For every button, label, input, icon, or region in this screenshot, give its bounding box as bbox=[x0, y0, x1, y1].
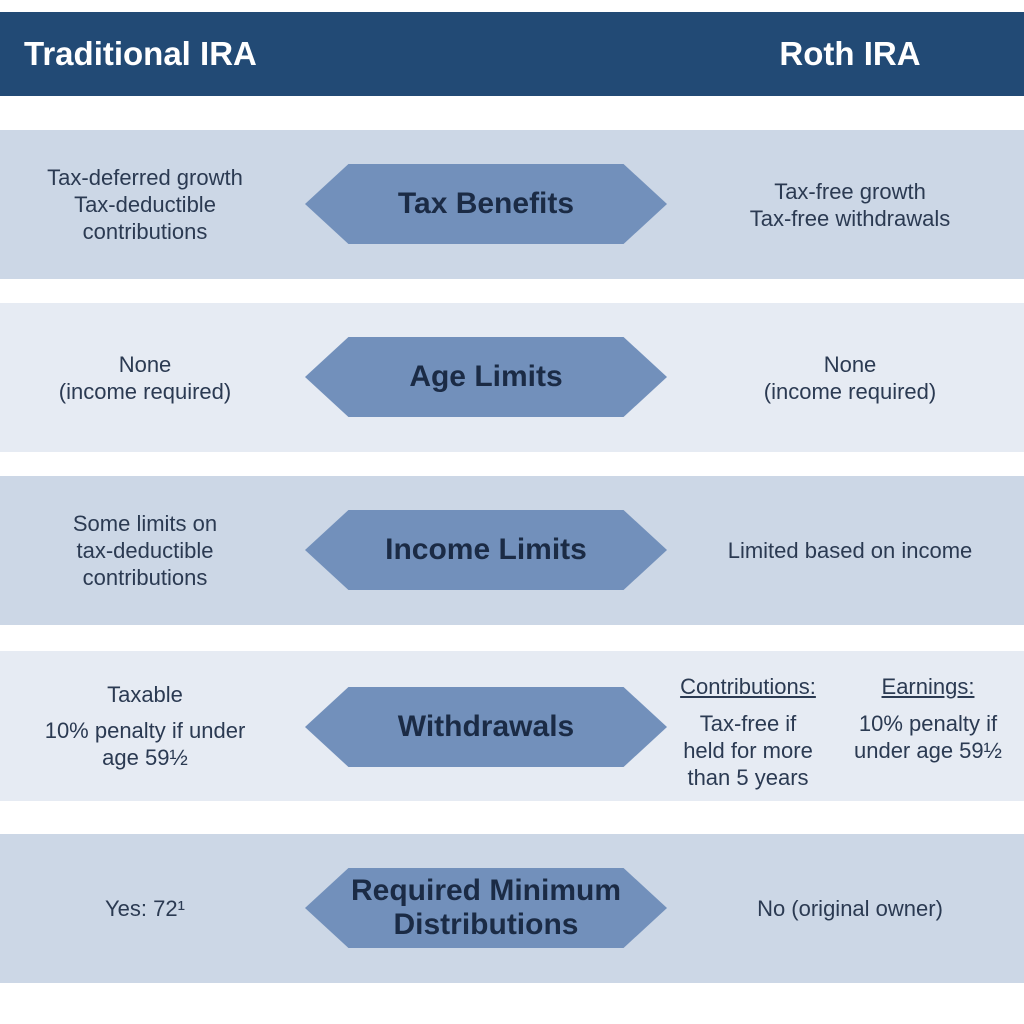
traditional-tax-benefits-line: contributions bbox=[82, 219, 208, 244]
traditional-withdrawals-line: Taxable bbox=[107, 682, 183, 707]
row-tax-benefits: Tax-deferred growth Tax-deductible contr… bbox=[0, 130, 1024, 279]
traditional-age-limits-line: None bbox=[118, 351, 172, 377]
roth-income-limits-line: Limited based on income bbox=[727, 538, 973, 563]
roth-withdrawals-earnings: Earnings: 10% penalty if under age 59½ bbox=[836, 651, 1020, 801]
roth-rmd: No (original owner) bbox=[676, 834, 1024, 983]
traditional-rmd: Yes: 72¹ bbox=[0, 834, 290, 983]
header-bar: Traditional IRA Roth IRA bbox=[0, 12, 1024, 96]
traditional-tax-benefits-line: Tax-deductible bbox=[74, 192, 216, 217]
traditional-withdrawals: Taxable 10% penalty if under age 59½ bbox=[0, 651, 290, 801]
category-label: Income Limits bbox=[385, 533, 587, 566]
earnings-line: under age 59½ bbox=[853, 738, 1003, 763]
traditional-withdrawals-line: age 59½ bbox=[102, 745, 188, 770]
contributions-line: held for more bbox=[683, 738, 813, 763]
category-label: Required Minimum Distributions bbox=[350, 874, 621, 941]
traditional-income-limits-line: Some limits on bbox=[72, 511, 218, 536]
traditional-age-limits-line: (income required) bbox=[58, 378, 232, 404]
traditional-income-limits-line: contributions bbox=[82, 565, 208, 590]
category-required-minimum-distributions: Required Minimum Distributions bbox=[305, 868, 667, 948]
category-age-limits: Age Limits bbox=[305, 337, 667, 417]
row-age-limits: None (income required) Age Limits None (… bbox=[0, 303, 1024, 452]
traditional-ira-title: Traditional IRA bbox=[24, 35, 257, 72]
row-required-minimum-distributions: Yes: 72¹ Required Minimum Distributions … bbox=[0, 834, 1024, 983]
contributions-heading: Contributions: bbox=[680, 674, 816, 699]
contributions-line: than 5 years bbox=[687, 765, 809, 790]
earnings-line: 10% penalty if bbox=[858, 711, 998, 736]
traditional-tax-benefits-line: Tax-deferred growth bbox=[47, 165, 243, 190]
traditional-rmd-line: Yes: 72¹ bbox=[105, 896, 185, 921]
traditional-age-limits: None (income required) bbox=[0, 303, 290, 452]
traditional-income-limits-line: tax-deductible bbox=[76, 538, 214, 563]
roth-age-limits-line: (income required) bbox=[763, 378, 937, 404]
category-label: Age Limits bbox=[409, 360, 563, 393]
traditional-tax-benefits: Tax-deferred growth Tax-deductible contr… bbox=[0, 130, 290, 279]
roth-withdrawals-contributions: Contributions: Tax-free if held for more… bbox=[666, 651, 830, 801]
category-income-limits: Income Limits bbox=[305, 510, 667, 590]
earnings-heading: Earnings: bbox=[881, 674, 975, 699]
roth-ira-title: Roth IRA bbox=[779, 35, 921, 72]
contributions-line: Tax-free if bbox=[699, 711, 797, 736]
roth-age-limits: None (income required) bbox=[676, 303, 1024, 452]
category-withdrawals: Withdrawals bbox=[305, 687, 667, 767]
roth-tax-benefits-line: Tax-free withdrawals bbox=[749, 205, 951, 231]
row-withdrawals: Taxable 10% penalty if under age 59½ Wit… bbox=[0, 651, 1024, 801]
traditional-income-limits: Some limits on tax-deductible contributi… bbox=[0, 476, 290, 625]
category-label: Withdrawals bbox=[397, 710, 575, 743]
row-income-limits: Some limits on tax-deductible contributi… bbox=[0, 476, 1024, 625]
category-label: Tax Benefits bbox=[397, 187, 575, 220]
roth-rmd-line: No (original owner) bbox=[757, 896, 943, 921]
roth-tax-benefits: Tax-free growth Tax-free withdrawals bbox=[676, 130, 1024, 279]
roth-income-limits: Limited based on income bbox=[676, 476, 1024, 625]
roth-age-limits-line: None bbox=[823, 351, 877, 377]
traditional-withdrawals-line: 10% penalty if under bbox=[44, 718, 246, 743]
roth-tax-benefits-line: Tax-free growth bbox=[774, 178, 926, 204]
category-tax-benefits: Tax Benefits bbox=[305, 164, 667, 244]
